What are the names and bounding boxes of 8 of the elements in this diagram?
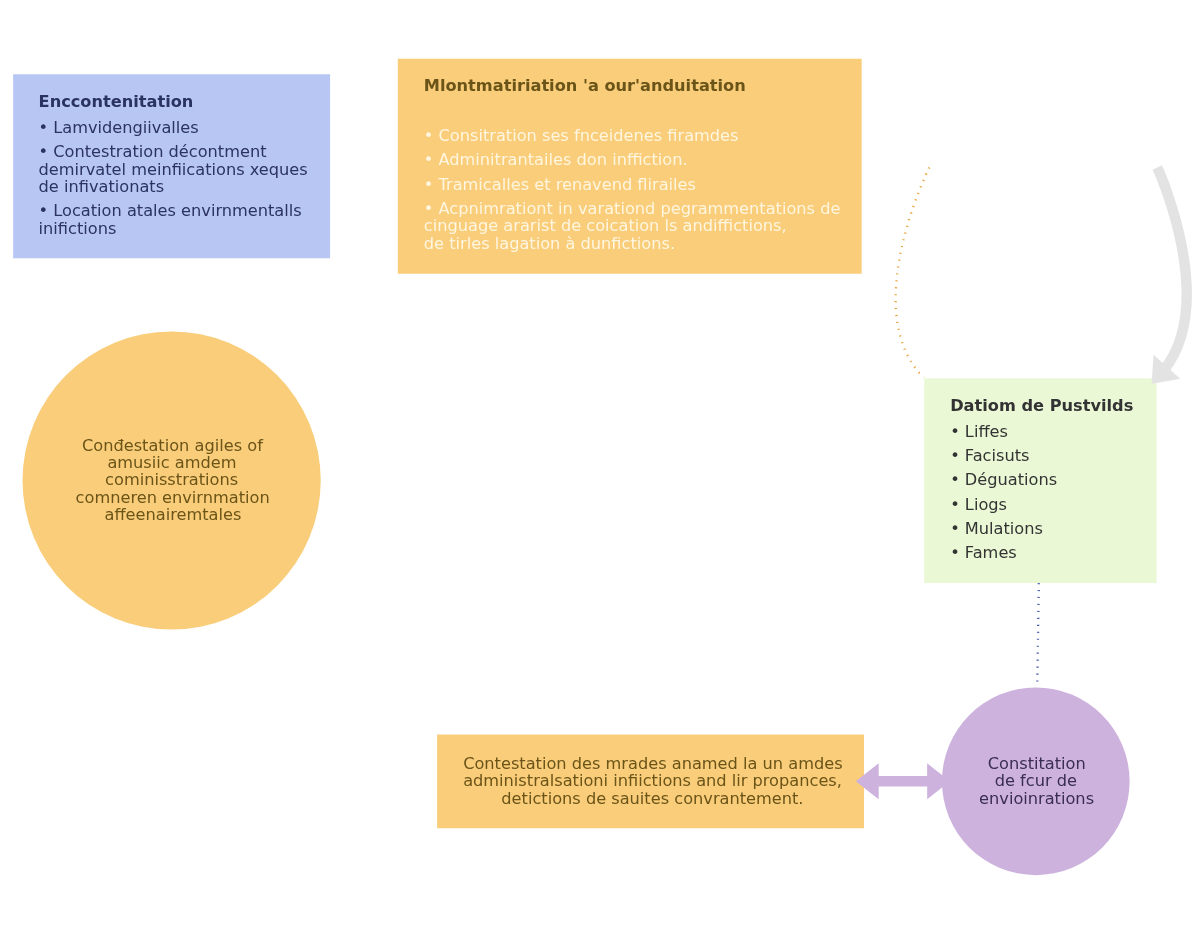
- node-circle: Constitation de fcur de envioinrations: [941, 686, 1130, 875]
- connector: [894, 166, 931, 378]
- node-circle: Conđestation agiles of amusiic amdem cominisstrations comneren envirnmation affeenairemtales: [22, 330, 321, 630]
- node-box: Datiom de Pustvilds • Liffes • Facisuts • Déguations • Liogs • Mulations • Fames: [924, 377, 1157, 583]
- node-box: Contestation des mrades anamed la un amdes administralsationi infiictions and lir propances, detictions de sauites convrantement.: [437, 733, 864, 828]
- node-box: Enccontenitation • Lamvidengiivalles • Contestration décontment demirvatel meinfiications xeques de infivationats • Location atales envirnmentalls inifictions: [13, 73, 331, 258]
- arrow: [1151, 164, 1192, 384]
- node-box: Mlontmatiriation 'a our'anduitation • Consitration ses fnceidenes firamdes • Adminitrantailes don inffiction. • Tramicalles et renavend flirailes • Acpnimrationt in varationd pegrammentations de cinguage ararist de coication ls andiffictions, de tirles lagation à dunfictions.: [397, 58, 862, 274]
